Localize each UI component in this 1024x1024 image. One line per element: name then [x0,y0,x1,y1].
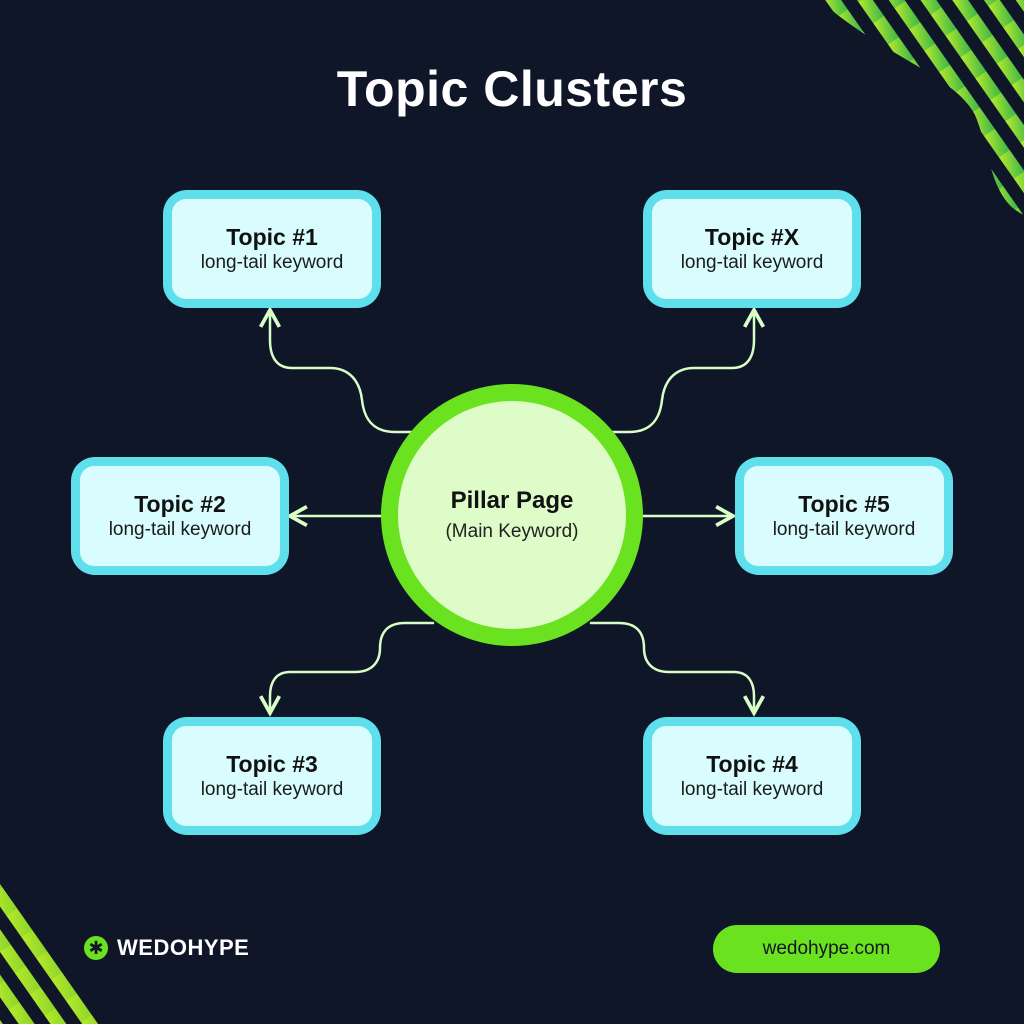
pillar-title: Pillar Page [450,487,574,514]
connector-topic-3 [270,621,435,713]
topic-subtitle: long-tail keyword [772,519,916,541]
topic-title: Topic #2 [134,490,226,517]
topic-title: Topic #4 [706,750,798,777]
pillar-page-node: Pillar Page (Main Keyword) [381,384,643,646]
topic-card-2: Topic #2 long-tail keyword [71,457,289,575]
connector-topic-4 [589,621,754,713]
topic-card-x: Topic #X long-tail keyword [643,190,861,308]
topic-card-4: Topic #4 long-tail keyword [643,717,861,835]
pillar-subtitle: (Main Keyword) [445,521,579,542]
topic-card-3: Topic #3 long-tail keyword [163,717,381,835]
topic-subtitle: long-tail keyword [680,252,824,274]
topic-title: Topic #3 [226,750,318,777]
topic-subtitle: long-tail keyword [680,779,824,801]
topic-subtitle: long-tail keyword [108,519,252,541]
topic-title: Topic #1 [226,223,318,250]
topic-title: Topic #5 [798,490,890,517]
topic-subtitle: long-tail keyword [200,252,344,274]
page-title: Topic Clusters [336,61,688,117]
topic-card-5: Topic #5 long-tail keyword [735,457,953,575]
connector-topic-x [610,310,754,434]
topic-title: Topic #X [704,223,800,250]
website-url-badge[interactable]: wedohype.com [713,925,940,973]
topic-subtitle: long-tail keyword [200,779,344,801]
connector-topic-1 [270,310,414,434]
brand-logo: ✱ WEDOHYPE [84,935,249,961]
topic-card-1: Topic #1 long-tail keyword [163,190,381,308]
asterisk-icon: ✱ [84,936,108,960]
brand-name: WEDOHYPE [117,935,250,960]
